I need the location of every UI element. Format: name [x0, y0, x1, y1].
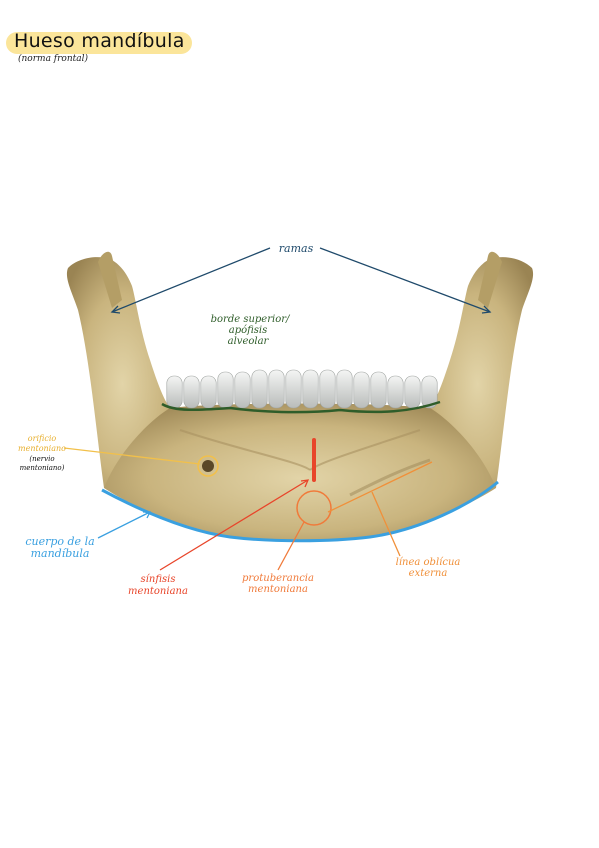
tooth [166, 375, 183, 409]
tooth [200, 375, 217, 409]
tooth [353, 371, 370, 409]
label-protuberancia-mentoniana: mentoniana [248, 584, 308, 595]
mental-foramen-circle [197, 455, 219, 477]
label-cuerpo: cuerpo de la [25, 535, 94, 548]
label-alveolar: alveolar [228, 336, 270, 347]
label-linea-oblicua: línea oblícua [396, 557, 461, 568]
label-orificio: orificio [28, 434, 57, 443]
orificio-pointer [63, 447, 201, 465]
mental-protuberance-circle [296, 490, 332, 526]
tooth [217, 371, 234, 409]
linea-oblicua-pointers [327, 461, 433, 557]
tooth [421, 375, 438, 409]
label-externa: externa [409, 568, 448, 579]
tooth [285, 369, 302, 409]
tooth [234, 371, 251, 409]
teeth [166, 369, 438, 409]
label-ramas: ramas [279, 242, 314, 255]
label-sinfisis: sínfisis [141, 574, 176, 585]
label-mandibula: mandíbula [31, 547, 90, 560]
tooth [251, 369, 268, 409]
tooth [404, 375, 421, 409]
tooth [370, 371, 387, 409]
label-mentoniano: mentoniano [18, 444, 66, 453]
tooth [183, 375, 200, 409]
label-nervio: (nervio [29, 455, 54, 463]
label-sinfisis-mentoniana: mentoniana [128, 586, 188, 597]
sinfisis-arrow [159, 479, 310, 571]
tooth [319, 369, 336, 409]
tooth [302, 369, 319, 409]
title-block: Hueso mandíbula [6, 26, 192, 56]
tooth [268, 369, 285, 409]
protuberancia-pointer [277, 521, 305, 571]
label-apofisis: apófisis [229, 325, 268, 336]
label-nervio-mentoniano: mentoniano) [20, 464, 65, 472]
ramas-arrows [110, 247, 492, 314]
title-highlight [6, 32, 192, 54]
inferior-border-outline [101, 480, 499, 543]
page-subtitle: (norma frontal) [18, 54, 89, 64]
tooth [336, 369, 353, 409]
page-title: Hueso mandíbula [14, 30, 185, 52]
alveolar-border-outline [161, 400, 441, 414]
label-protuberancia: protuberancia [242, 573, 314, 584]
cuerpo-arrow [97, 511, 152, 539]
label-borde-superior: borde superior/ [211, 314, 291, 325]
tooth [387, 375, 404, 409]
mental-foramen-hole [202, 460, 214, 472]
